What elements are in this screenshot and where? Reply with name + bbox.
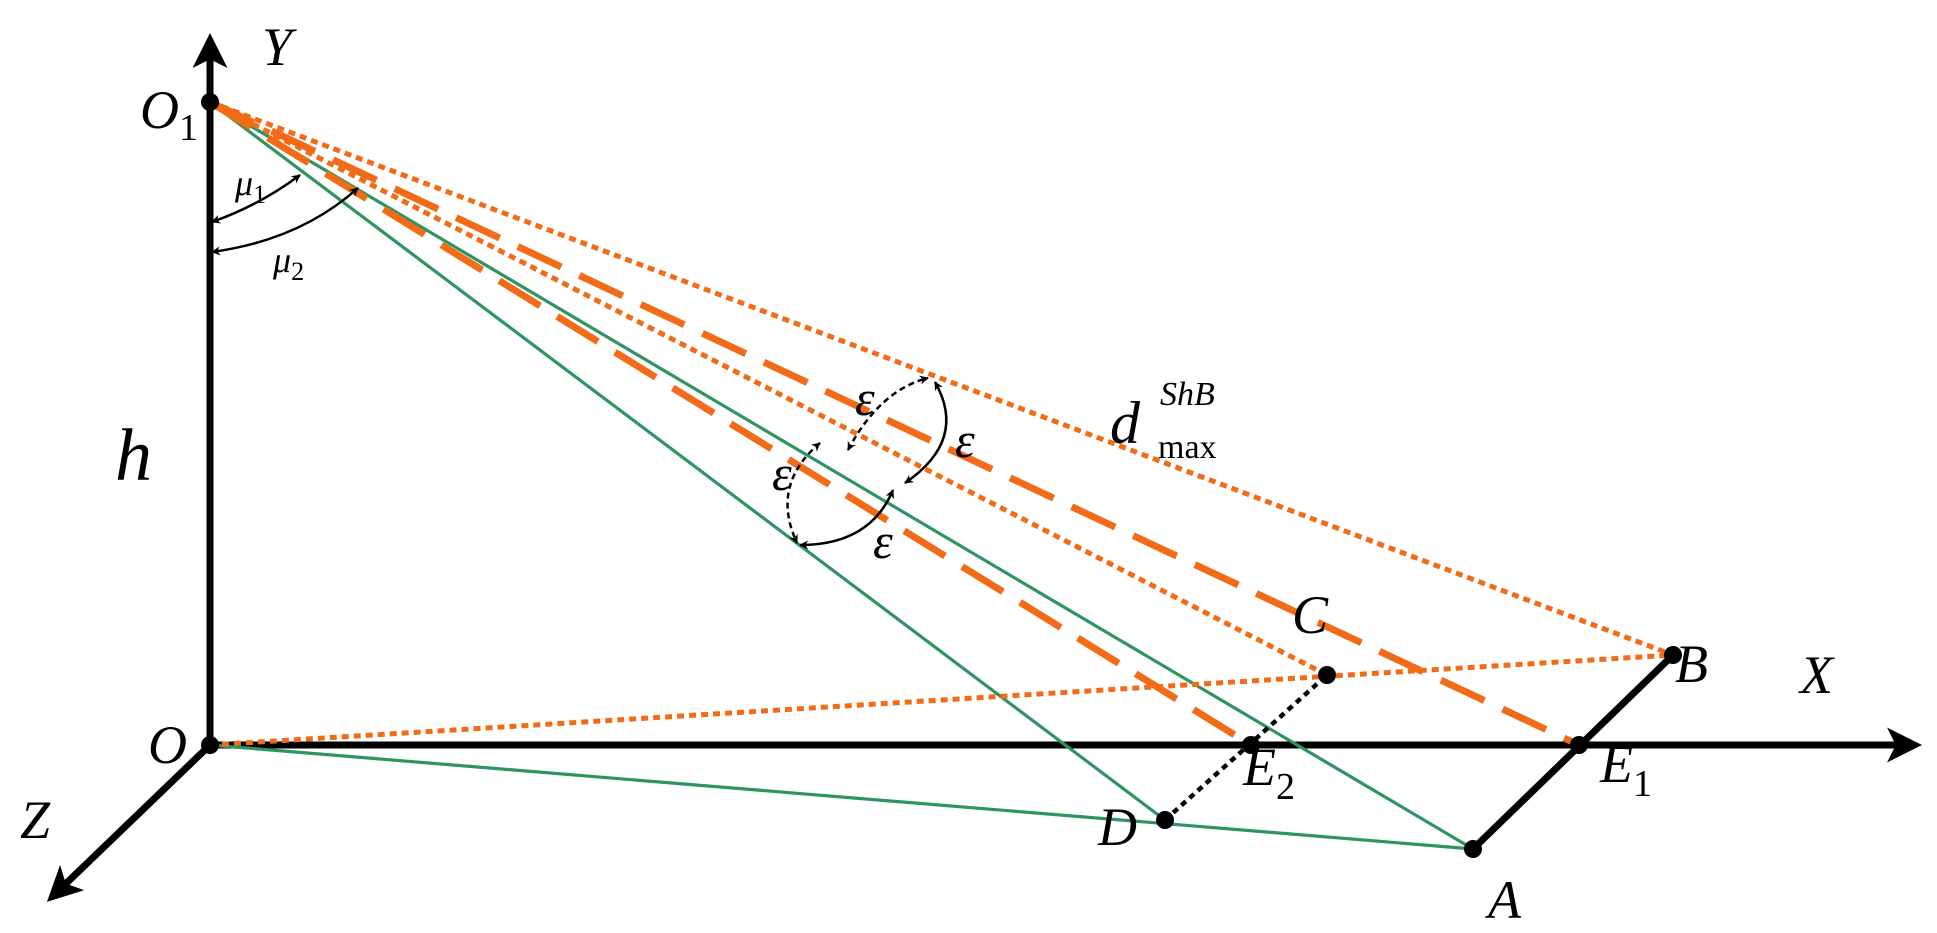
label-epsilon-left: ε bbox=[772, 445, 792, 501]
label-d-max: d bbox=[1110, 390, 1141, 456]
line-o1-e1 bbox=[208, 98, 1581, 749]
label-epsilon-right: ε bbox=[955, 412, 975, 468]
label-epsilon-top: ε bbox=[855, 370, 875, 426]
angle-arc-epsilon-top-dashed bbox=[846, 375, 929, 451]
axis-label-y: Y bbox=[262, 17, 297, 77]
line-o1-a bbox=[209, 100, 1474, 851]
label-e2: E2 bbox=[1242, 737, 1295, 808]
point-e2 bbox=[1242, 736, 1260, 754]
axis-label-x: X bbox=[1798, 645, 1835, 705]
line-o1-b bbox=[209, 99, 1674, 658]
line-d-c bbox=[1163, 673, 1329, 822]
segment-a-b bbox=[1470, 652, 1676, 852]
line-o-d-a bbox=[209, 743, 1474, 851]
point-e1 bbox=[1570, 736, 1588, 754]
label-c: C bbox=[1292, 585, 1329, 645]
label-mu2: μ2 bbox=[272, 240, 304, 286]
line-o-b bbox=[209, 652, 1674, 748]
height-label: h bbox=[115, 415, 152, 497]
angle-arc-epsilon-right bbox=[904, 381, 948, 485]
axis-label-z: Z bbox=[20, 790, 51, 850]
label-mu1: μ1 bbox=[234, 163, 266, 209]
label-e1: E1 bbox=[1599, 734, 1652, 805]
point-a bbox=[1464, 840, 1482, 858]
angle-arc-epsilon-bottom bbox=[799, 489, 895, 550]
label-a: A bbox=[1485, 870, 1522, 930]
angle-arc-mu2 bbox=[211, 187, 359, 256]
label-d: D bbox=[1097, 797, 1137, 857]
point-o bbox=[201, 736, 219, 754]
label-d-max-sub: max bbox=[1158, 429, 1217, 466]
label-d-max-sup: ShB bbox=[1160, 376, 1215, 413]
label-o: O bbox=[148, 715, 187, 775]
line-o1-c bbox=[208, 99, 1329, 678]
point-c bbox=[1318, 666, 1336, 684]
line-o1-d bbox=[209, 100, 1166, 822]
label-epsilon-bottom: ε bbox=[873, 513, 893, 569]
label-b: B bbox=[1675, 634, 1708, 694]
point-d bbox=[1156, 811, 1174, 829]
point-b bbox=[1664, 646, 1682, 664]
label-o1: O1 bbox=[140, 80, 198, 149]
angle-arc-epsilon-left-dashed bbox=[786, 442, 821, 544]
line-o1-e2 bbox=[208, 99, 1253, 748]
point-o1 bbox=[201, 93, 219, 111]
z-axis bbox=[46, 742, 213, 902]
